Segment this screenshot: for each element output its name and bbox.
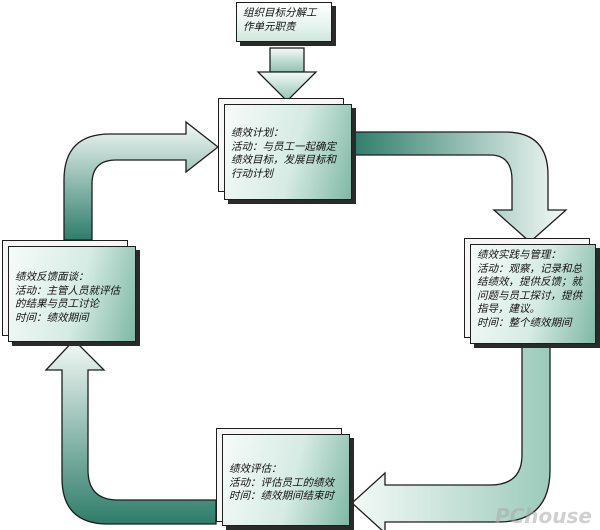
goal-line-2: 作单元职责 [243,20,296,33]
performance-evaluation-box: 绩效评估： 活动：评估员工的绩效 时间：绩效期间结束时 [222,434,350,526]
arrow-evaluate-to-feedback [44,339,217,525]
evaluate-line-2: 活动：评估员工的绩效 [229,476,334,489]
feedback-line-2: 活动：主管人员就评估 [15,284,120,297]
arrow-plan-to-implement [351,131,568,243]
arrow-implement-to-evaluate [351,342,551,530]
plan-line-2: 活动：与员工一起确定 [231,140,336,153]
goal-line-1: 组织目标分解工 [243,7,317,19]
goal-decomposition-box: 组织目标分解工 作单元职责 [236,2,332,42]
feedback-line-4: 时间：绩效期间 [15,311,89,324]
performance-implementation-box: 绩效实践与管理： 活动：观察，记录和总 结绩效，提供反馈；就 问题与员工探讨，提… [470,244,596,344]
implement-line-3: 结绩效，提供反馈；就 [477,276,582,288]
evaluate-line-3: 时间：绩效期间结束时 [229,490,334,502]
feedback-line-3: 的结果与员工讨论 [15,298,99,310]
implement-line-1: 绩效实践与管理： [477,249,561,261]
implement-line-4: 问题与员工探讨，提供 [477,289,582,302]
pchouse-watermark: PChouse [494,504,592,528]
feedback-line-1: 绩效反馈面谈： [15,271,89,283]
plan-line-3: 绩效目标，发展目标和 [231,154,336,166]
evaluate-line-1: 绩效评估： [229,463,282,475]
performance-plan-box: 绩效计划： 活动：与员工一起确定 绩效目标，发展目标和 行动计划 [224,104,352,200]
implement-line-6: 时间：整个绩效期间 [477,316,572,329]
feedback-interview-box: 绩效反馈面谈： 活动：主管人员就评估 的结果与员工讨论 时间：绩效期间 [8,246,136,342]
plan-line-1: 绩效计划： [231,127,284,139]
arrow-feedback-to-plan [63,120,220,241]
implement-line-2: 活动：观察，记录和总 [477,262,582,275]
arrow-top-to-plan [256,47,318,102]
plan-line-4: 行动计划 [231,167,273,180]
implement-line-5: 指导，建议。 [477,303,540,315]
